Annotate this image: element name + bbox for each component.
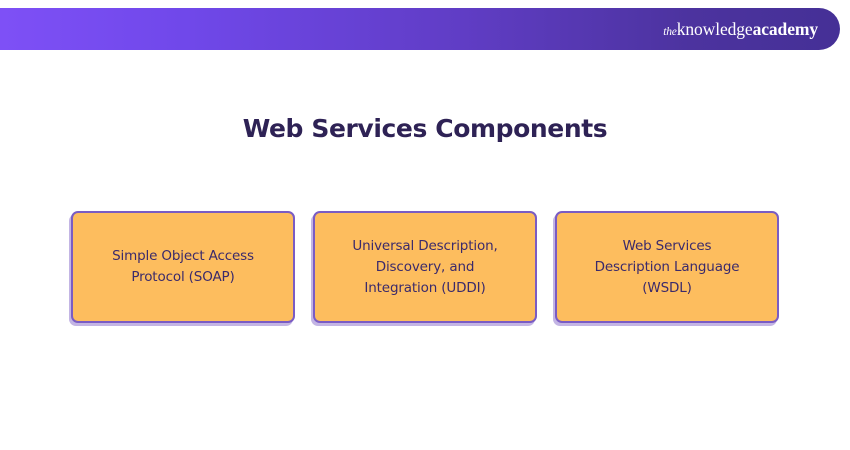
brand-word-knowledge: knowledge bbox=[676, 18, 753, 39]
page-title: Web Services Components bbox=[242, 114, 608, 143]
cards-row: Simple Object Access Protocol (SOAP) Uni… bbox=[71, 211, 779, 323]
card-soap: Simple Object Access Protocol (SOAP) bbox=[71, 211, 295, 323]
card-label: Simple Object Access Protocol (SOAP) bbox=[112, 248, 254, 285]
brand-prefix: the bbox=[663, 25, 677, 38]
card-uddi: Universal Description, Discovery, and In… bbox=[313, 211, 537, 323]
card-label: Web Services Description Language (WSDL) bbox=[594, 237, 740, 296]
card-wsdl: Web Services Description Language (WSDL) bbox=[555, 211, 779, 323]
card-label: Universal Description, Discovery, and In… bbox=[352, 237, 498, 296]
brand-word-academy: academy bbox=[752, 18, 819, 39]
